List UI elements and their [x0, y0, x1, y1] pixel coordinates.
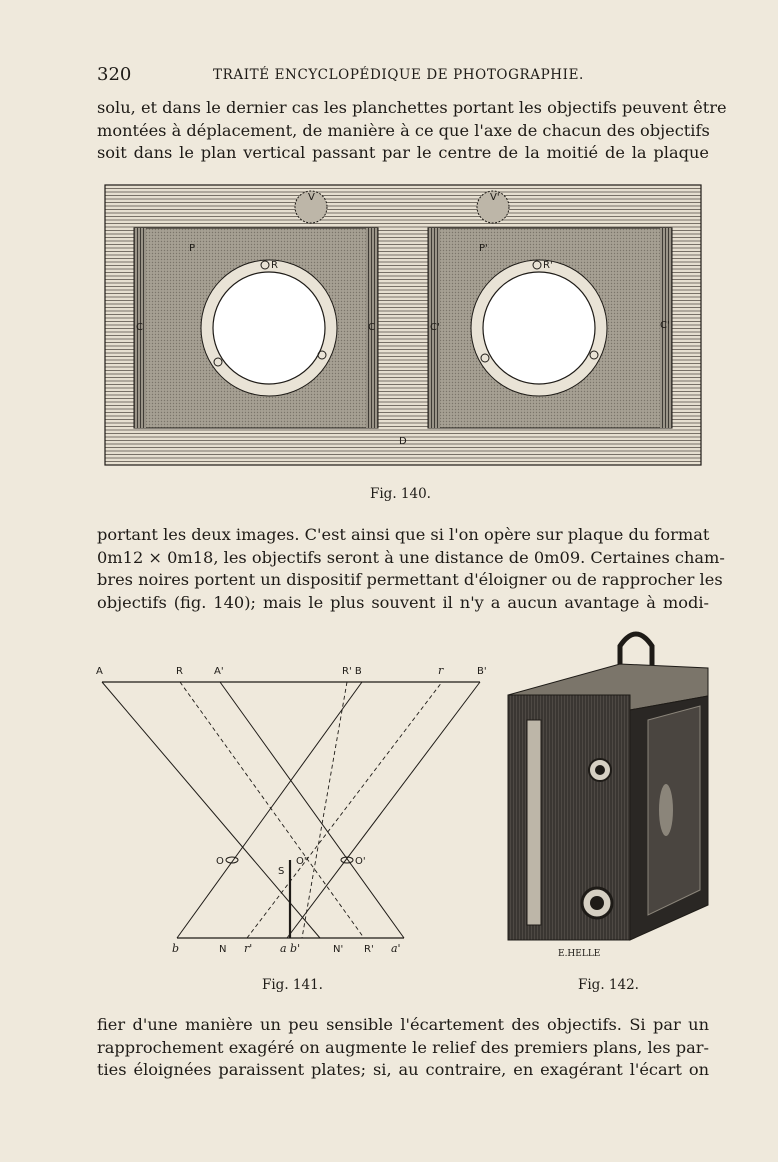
label-A: A [96, 666, 103, 677]
screw-icon [480, 353, 490, 363]
label-r: R [271, 260, 278, 271]
figure-141-diagram: A R A' R' B r B' O S O" O' b N r' a b' N… [96, 664, 487, 955]
main-lens-center [590, 896, 604, 910]
label-S: S [278, 866, 284, 877]
label-p-prime: P' [479, 243, 488, 254]
text-line: montées à déplacement, de manière à ce q… [97, 120, 710, 140]
ray [286, 681, 481, 939]
right-gear-knob [476, 190, 510, 224]
screw-icon [589, 350, 599, 360]
label-c-prime-left: C' [430, 322, 440, 333]
ray [101, 681, 321, 939]
paragraph-2: portant les deux images. C'est ainsi que… [97, 524, 725, 614]
right-rail [428, 228, 440, 428]
finder-strip [526, 719, 542, 926]
dashed-ray [246, 681, 443, 939]
screw-icon [213, 357, 223, 367]
left-rail [134, 228, 146, 428]
label-a-b-prime: a b' [280, 942, 300, 955]
label-c-left: C [136, 322, 143, 333]
label-B-prime: B' [477, 666, 487, 677]
text-line: fier d'une manière un peu sensible l'éca… [97, 1015, 709, 1034]
paragraph-1: solu, et dans le dernier cas les planche… [97, 97, 727, 165]
label-r: r [438, 664, 444, 677]
label-R-prime-B: R' B [342, 666, 362, 677]
camera-handle [617, 631, 655, 668]
figure-140-diagram: V V' P P' R R' C C C' C' D [104, 184, 702, 466]
left-gear-knob [294, 190, 328, 224]
screw-icon [317, 350, 327, 360]
label-c-prime-right: C' [660, 320, 670, 331]
text-line: bres noires portent un dispositif permet… [97, 570, 723, 589]
label-b: b [172, 942, 179, 955]
text-line: solu, et dans le dernier cas les planche… [97, 98, 727, 117]
label-N: N [219, 944, 226, 955]
label-R: R [176, 666, 183, 677]
label-N-prime: N' [333, 944, 343, 955]
text-line: rapprochement exagéré on augmente le rel… [97, 1037, 709, 1057]
label-R-prime-bottom: R' [364, 944, 374, 955]
dashed-ray [179, 681, 365, 939]
dashed-ray [301, 681, 348, 939]
text-line: soit dans le plan vertical passant par l… [97, 143, 709, 162]
figure-142-caption: Fig. 142. [578, 977, 639, 993]
page-header: 320 TRAITÉ ENCYCLOPÉDIQUE DE PHOTOGRAPHI… [97, 64, 707, 88]
left-lens-opening [212, 271, 326, 385]
lens-o-icon [225, 856, 239, 864]
text-line: objectifs (fig. 140); mais le plus souve… [97, 592, 709, 612]
label-O-double-prime: O" [296, 856, 308, 867]
camera-side-panel [647, 705, 701, 916]
text-line: 0m12 × 0m18, les objectifs seront à une … [97, 547, 725, 567]
label-d: D [399, 436, 407, 447]
left-rail-right [366, 228, 378, 428]
screw-icon [532, 260, 542, 270]
paragraph-3: fier d'une manière un peu sensible l'éca… [97, 1014, 709, 1082]
label-p: P [189, 243, 195, 254]
figure-141-caption: Fig. 141. [262, 977, 323, 993]
text-line: ties éloignées paraissent plates; si, au… [97, 1060, 709, 1079]
label-O: O [216, 856, 224, 867]
small-lens-center [595, 765, 605, 775]
figure-142-camera: E.HELLE [507, 631, 709, 959]
page-number: 320 [97, 64, 132, 85]
label-O-prime: O' [355, 856, 366, 867]
text-line: portant les deux images. C'est ainsi que… [97, 525, 710, 544]
label-r-prime: R' [543, 260, 553, 271]
figure-140-caption: Fig. 140. [370, 486, 431, 502]
label-a-prime: a' [391, 942, 401, 955]
right-lens-opening [482, 271, 596, 385]
ray [176, 681, 363, 939]
label-r-prime: r' [244, 942, 252, 955]
side-lens-icon [659, 784, 673, 836]
label-v: V [308, 192, 315, 203]
screw-icon [260, 260, 270, 270]
ray [219, 681, 405, 939]
running-title: TRAITÉ ENCYCLOPÉDIQUE DE PHOTOGRAPHIE. [213, 67, 584, 83]
label-A-prime: A' [214, 666, 224, 677]
engraver-signature: E.HELLE [558, 949, 600, 959]
label-v-prime: V' [490, 192, 500, 203]
right-rail-right [660, 228, 672, 428]
label-c-right: C [368, 322, 375, 333]
lens-o-prime-icon [340, 856, 354, 864]
